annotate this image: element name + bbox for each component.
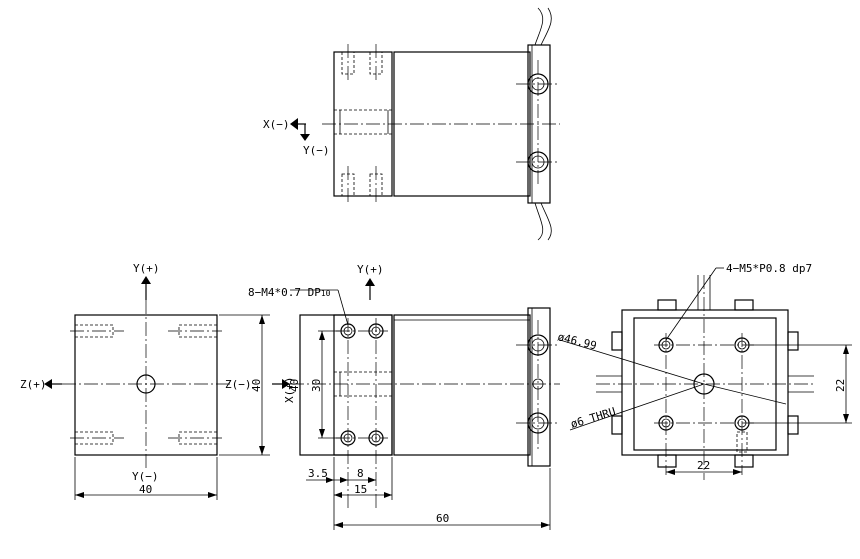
end-dim-horizontal: 22 [697,459,710,472]
side-dim-height: 40 [288,379,301,392]
side-dim-length: 60 [436,512,449,525]
end-hole-callout: 4−M5*P0.8 dp7 [726,262,812,275]
side-hole-callout-depth: 10 [321,289,331,298]
front-dim-width: 40 [139,483,152,496]
side-axis-x-label: X(+) [283,377,296,404]
end-view: 4−M5*P0.8 dp7 ø46.99 ø6 THRU 22 22 [556,262,852,480]
end-dim-vertical: 22 [834,379,847,392]
front-axis-y-bottom-label: Y(−) [132,470,159,483]
side-dim-hole-spacing-v: 30 [310,379,323,392]
side-axis-y-top-label: Y(+) [357,263,384,276]
side-dim-hole-spacing-h: 8 [357,467,364,480]
side-hole-callout-text: 8−M4*0.7 DP [248,286,321,299]
front-dim-height: 40 [250,379,263,392]
top-view: X(−) Y(−) [263,7,560,241]
end-thru-label: ø6 THRU [569,405,617,431]
side-hole-callout: 8−M4*0.7 DP10 [248,286,331,299]
end-dia-label: ø46.99 [556,330,598,352]
front-axis-y-top-label: Y(+) [133,262,160,275]
side-dim-15: 15 [354,483,367,496]
front-axis-z-right-label: Z(−) [225,378,252,391]
front-axis-z-left-label: Z(+) [20,378,47,391]
top-axis-y-label: Y(−) [303,144,330,157]
front-view: Y(+) Y(−) Z(+) Z(−) 40 40 [20,262,270,500]
side-view: 8−M4*0.7 DP10 Y(+) X(+) 40 30 3.5 8 [248,263,560,530]
top-axis-x-label: X(−) [263,118,290,131]
side-dim-edge: 3.5 [308,467,328,480]
